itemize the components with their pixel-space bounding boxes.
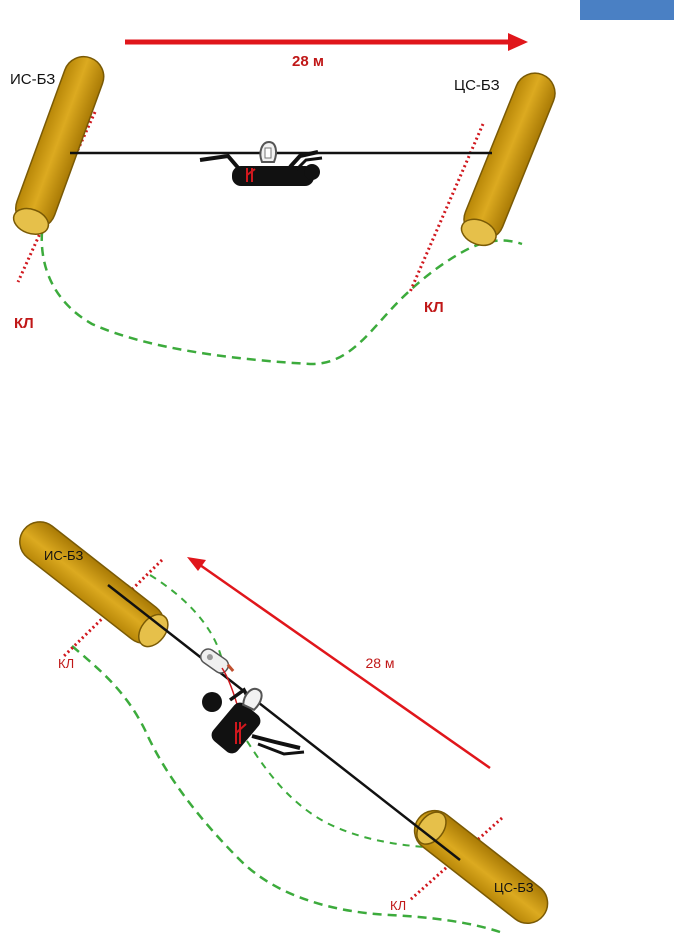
control-line-top-label: КЛ xyxy=(58,656,74,671)
start-log xyxy=(19,521,169,648)
end-log xyxy=(460,72,556,247)
traverse-rope xyxy=(107,584,461,861)
person-crawling-icon xyxy=(199,150,323,186)
safety-zone-path-outer xyxy=(71,645,501,934)
distance-label: 28 м xyxy=(365,655,394,671)
bottom-diagram: 28 м xyxy=(19,521,549,934)
end-log xyxy=(413,809,549,924)
safety-zone-path-inner xyxy=(149,574,441,849)
control-line-bottom-label: КЛ xyxy=(390,898,406,913)
carabiner-icon xyxy=(242,687,263,711)
safety-zone-path xyxy=(40,231,523,366)
distance-arrow xyxy=(187,557,491,770)
descender-icon xyxy=(199,648,235,674)
distance-arrow xyxy=(125,33,528,51)
end-log-label: ЦС-БЗ xyxy=(454,77,500,94)
end-log-label: ЦС-БЗ xyxy=(494,880,534,895)
person-crawling-icon xyxy=(202,687,305,756)
control-line-right-label: КЛ xyxy=(424,299,444,316)
start-log-label: ИС-БЗ xyxy=(10,71,55,88)
top-diagram: 28 м xyxy=(10,33,556,366)
start-log xyxy=(12,55,105,236)
control-line-left-label: КЛ xyxy=(14,315,34,332)
corner-accent-bar xyxy=(580,0,674,20)
start-log-label: ИС-БЗ xyxy=(44,548,83,563)
carabiner-icon xyxy=(259,140,278,163)
distance-label: 28 м xyxy=(292,53,324,70)
